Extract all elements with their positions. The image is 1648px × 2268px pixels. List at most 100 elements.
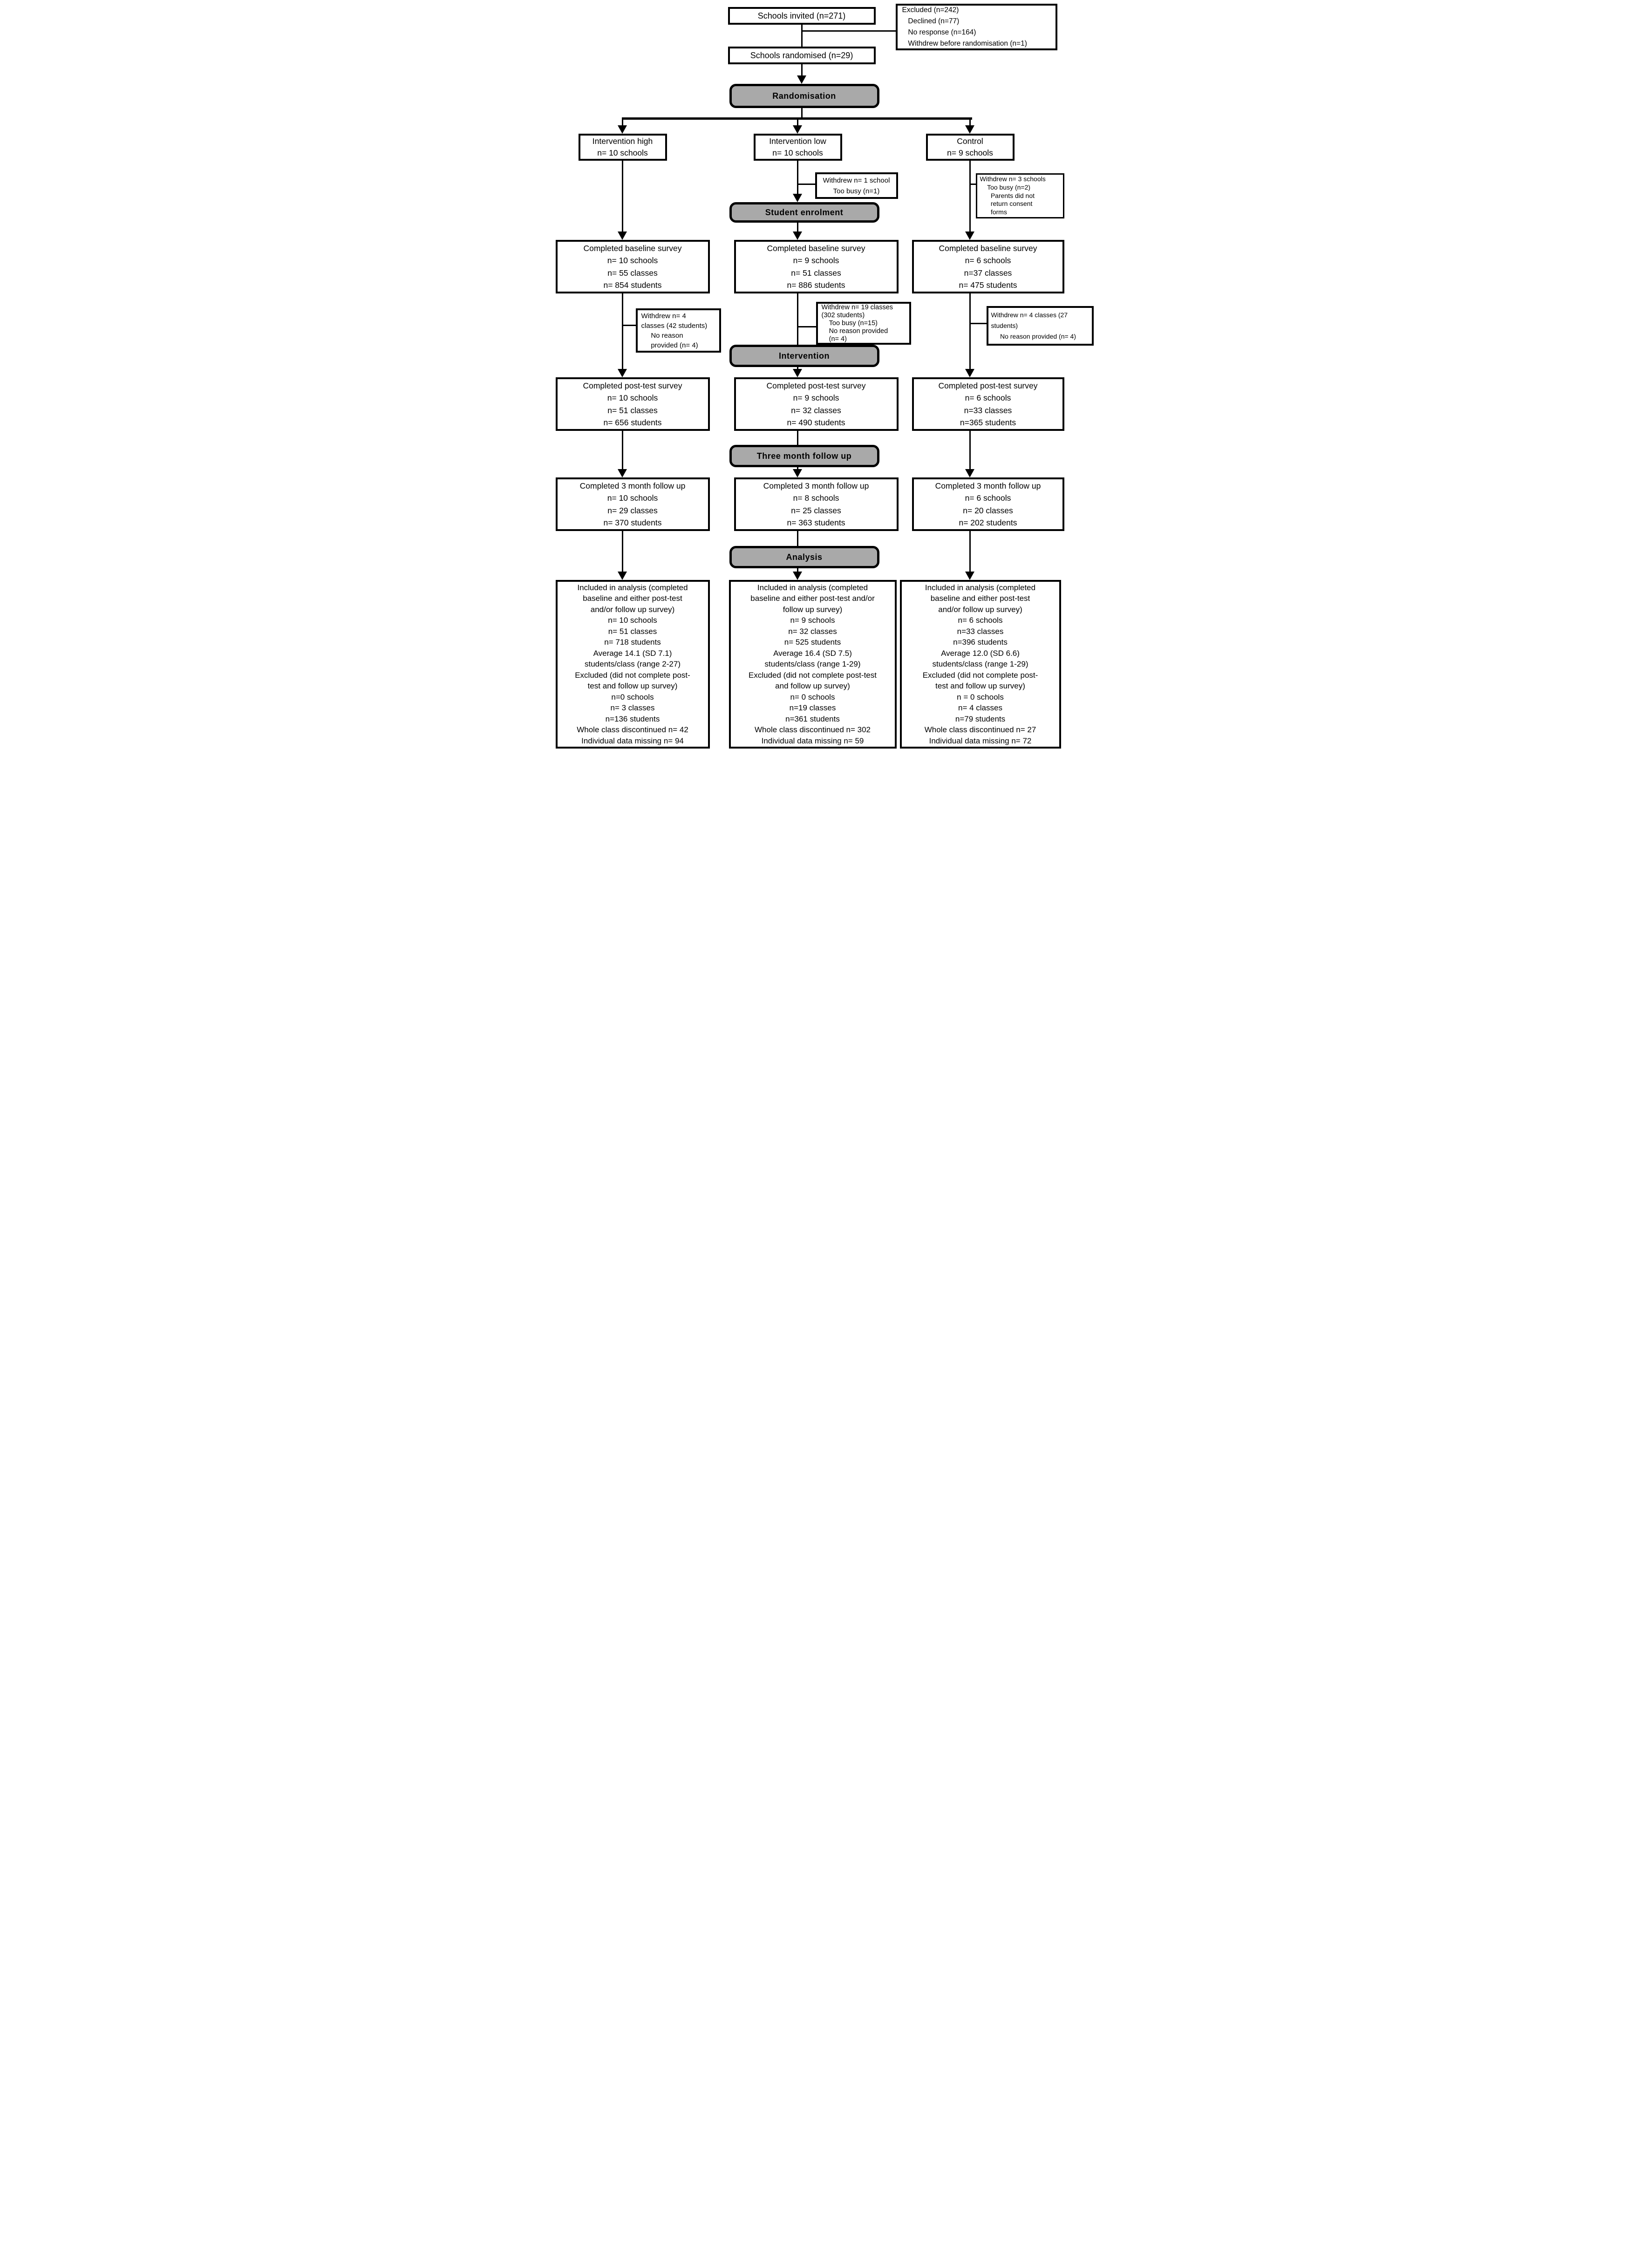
connector-line [969,161,971,232]
survey-title: Completed post-test survey [938,381,1038,390]
schools-invited-label: Schools invited (n=271) [757,11,846,20]
bar-randomisation-label: Randomisation [772,91,836,101]
connector-line [797,117,798,125]
withdrew-text: Withdrew n= 1 school Too busy (n=1) [823,176,890,195]
arrow-down-icon [965,469,974,477]
box-posttest-high: Completed post-test survey n= 10 schools… [555,377,710,431]
survey-counts: n= 10 schools n= 55 classes n= 854 stude… [603,256,662,290]
survey-title: Completed baseline survey [583,243,682,253]
box-arm-intervention-low: Intervention low n= 10 schools [753,134,842,161]
connector-line [797,531,798,546]
box-schools-randomised: Schools randomised (n=29) [728,47,876,64]
arrow-down-icon [617,469,627,477]
arrow-down-icon [965,369,974,377]
excluded-text: Excluded (n=242) Declined (n=77) No resp… [902,6,1027,48]
box-schools-invited: Schools invited (n=271) [728,7,876,25]
connector-line [969,431,971,469]
arm-n: n= 10 schools [772,148,823,157]
arm-label: Control [957,136,983,146]
connector-line [797,326,816,327]
arm-label: Intervention low [769,136,826,146]
box-posttest-control: Completed post-test survey n= 6 schools … [912,377,1064,431]
connector-line [797,431,798,445]
arrow-down-icon [617,232,627,240]
box-baseline-high: Completed baseline survey n= 10 schools … [555,240,710,293]
connector-line [797,568,798,572]
arm-n: n= 9 schools [947,148,993,157]
connector-line [797,184,815,185]
bar-intervention: Intervention [729,345,879,367]
consort-flow-diagram: Schools invited (n=271) Excluded (n=242)… [549,0,1099,756]
survey-counts: n= 6 schools n=37 classes n= 475 student… [959,256,1017,290]
bar-student-enrolment-label: Student enrolment [765,207,844,217]
arrow-down-icon [792,232,802,240]
box-followup-high: Completed 3 month follow up n= 10 school… [555,477,710,531]
survey-counts: n= 8 schools n= 25 classes n= 363 studen… [787,493,845,527]
arrow-down-icon [792,469,802,477]
arrow-down-icon [965,232,974,240]
survey-counts: n= 9 schools n= 32 classes n= 490 studen… [787,393,845,427]
arrow-down-icon [792,572,802,580]
withdrew-text: Withdrew n= 19 classes (302 students) To… [821,303,893,343]
connector-line [797,467,798,469]
connector-line [970,184,976,185]
connector-line [969,531,971,572]
connector-line [801,64,803,76]
box-arm-intervention-high: Intervention high n= 10 schools [578,134,667,161]
box-excluded-before-randomisation: Excluded (n=242) Declined (n=77) No resp… [895,4,1057,50]
connector-line [801,108,803,119]
box-analysis-high: Included in analysis (completed baseline… [555,580,710,749]
survey-title: Completed 3 month follow up [579,481,686,490]
survey-title: Completed 3 month follow up [935,481,1041,490]
box-arm-control: Control n= 9 schools [926,134,1015,161]
connector-line [797,161,798,194]
withdrew-text: Withdrew n= 4 classes (42 students) No r… [641,312,708,349]
analysis-text: Included in analysis (completed baseline… [575,583,690,745]
survey-title: Completed baseline survey [767,243,865,253]
arrow-down-icon [792,125,802,134]
bar-three-month-label: Three month follow up [756,451,852,461]
survey-title: Completed 3 month follow up [763,481,869,490]
withdrew-text: Withdrew n= 3 schools Too busy (n=2) Par… [980,175,1046,216]
box-withdrew-high-classes: Withdrew n= 4 classes (42 students) No r… [635,308,721,353]
box-followup-control: Completed 3 month follow up n= 6 schools… [912,477,1064,531]
bar-three-month-follow-up: Three month follow up [729,445,879,467]
box-analysis-low: Included in analysis (completed baseline… [729,580,897,749]
arrow-down-icon [617,572,627,580]
arrow-down-icon [965,125,974,134]
analysis-text: Included in analysis (completed baseline… [922,583,1038,745]
bar-randomisation: Randomisation [729,84,879,108]
connector-line [621,293,623,369]
connector-line [621,531,623,572]
connector-line [969,293,971,369]
box-withdrew-low-classes: Withdrew n= 19 classes (302 students) To… [816,302,911,345]
arrow-down-icon [617,125,627,134]
survey-title: Completed baseline survey [939,243,1037,253]
box-withdrew-control-schools: Withdrew n= 3 schools Too busy (n=2) Par… [975,173,1064,218]
arm-label: Intervention high [592,136,653,146]
connector-line [621,431,623,469]
arrow-down-icon [617,369,627,377]
box-withdrew-low-school: Withdrew n= 1 school Too busy (n=1) [815,172,898,199]
connector-line [797,367,798,369]
survey-counts: n= 10 schools n= 51 classes n= 656 stude… [603,393,662,427]
bar-intervention-label: Intervention [778,351,830,361]
box-followup-low: Completed 3 month follow up n= 8 schools… [734,477,899,531]
survey-counts: n= 6 schools n=33 classes n=365 students [960,393,1016,427]
connector-line [801,30,896,32]
connector-line [970,323,987,324]
arrow-down-icon [792,194,802,202]
connector-line [622,325,636,326]
survey-counts: n= 9 schools n= 51 classes n= 886 studen… [787,256,845,290]
bar-analysis-label: Analysis [786,552,823,562]
survey-title: Completed post-test survey [583,381,682,390]
connector-line [797,293,798,345]
connector-line [621,117,623,125]
withdrew-text: Withdrew n= 4 classes (27 students) No r… [991,311,1076,340]
bar-student-enrolment: Student enrolment [729,202,879,223]
connector-line [797,223,798,232]
bar-analysis: Analysis [729,546,879,568]
connector-line [969,117,971,125]
arrow-down-icon [792,369,802,377]
box-baseline-low: Completed baseline survey n= 9 schools n… [734,240,899,293]
